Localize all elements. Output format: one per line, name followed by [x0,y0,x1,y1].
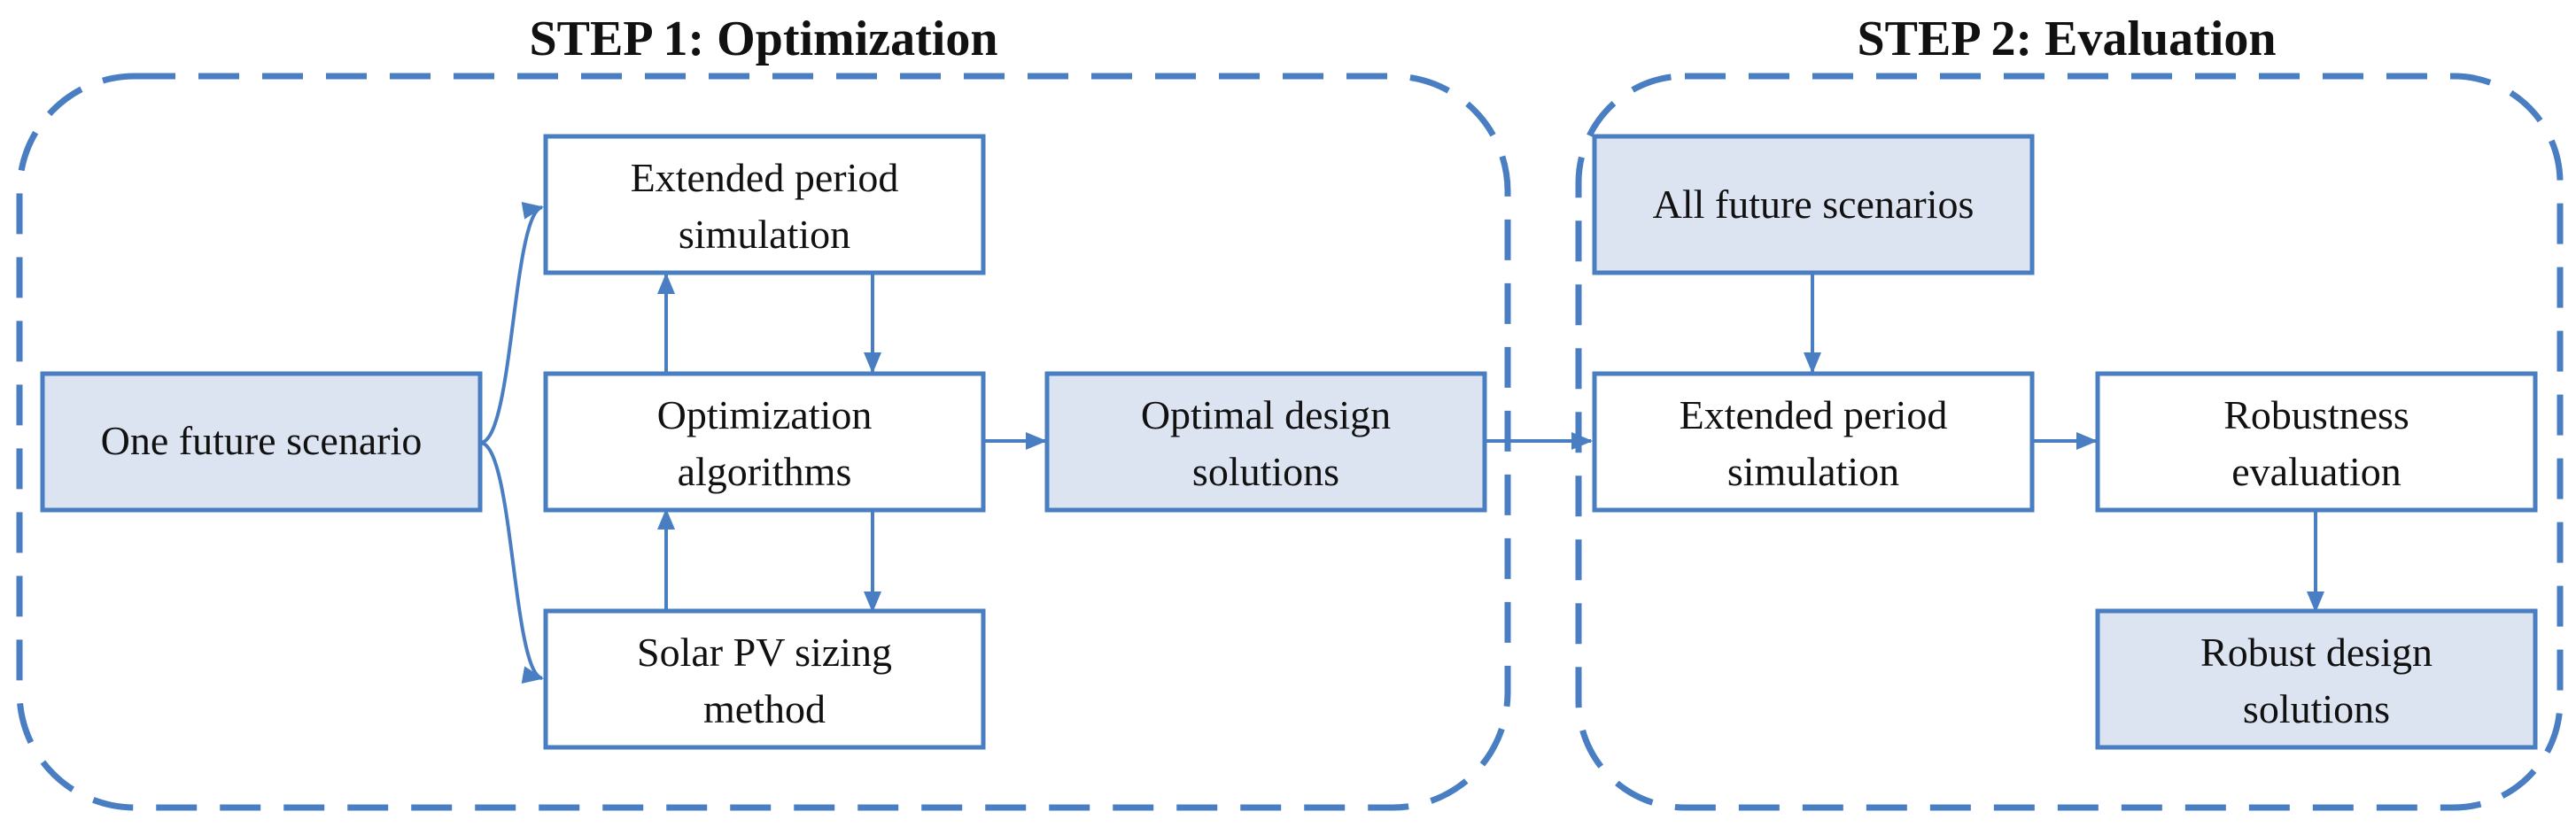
node-robust-line2: solutions [2243,686,2390,731]
node-opt-alg: Optimization algorithms [543,371,986,513]
step2-title: STEP 2: Evaluation [1857,12,2276,66]
node-opt-alg-line2: algorithms [678,449,852,494]
node-robustness-box [2095,371,2538,513]
node-eps2-box [1592,371,2035,513]
node-eps1: Extended period simulation [543,134,986,275]
node-all-future: All future scenarios [1592,134,2035,275]
node-solar-pv-line2: method [703,686,826,731]
node-robustness-line1: Robustness [2223,392,2409,437]
node-eps2-line2: simulation [1727,449,1899,494]
node-solar-pv-box [543,608,986,750]
node-eps2: Extended period simulation [1592,371,2035,513]
node-opt-alg-box [543,371,986,513]
arrow-one-future-to-solar-pv [479,441,544,684]
node-opt-alg-line1: Optimization [657,392,873,437]
node-one-future-label: One future scenario [101,418,423,463]
connectors [479,202,2324,684]
node-robust-box [2095,608,2538,750]
arrow-one-future-to-eps1 [479,202,544,445]
node-eps1-box [543,134,986,275]
node-optimal: Optimal design solutions [1044,371,1487,513]
node-eps1-line1: Extended period [631,155,899,200]
node-robustness: Robustness evaluation [2095,371,2538,513]
node-robust-line1: Robust design [2200,630,2432,675]
node-one-future-box [40,371,483,513]
node-eps1-line2: simulation [679,212,850,257]
node-all-future-label: All future scenarios [1653,182,1975,227]
node-robustness-line2: evaluation [2231,449,2401,494]
node-robust: Robust design solutions [2095,608,2538,750]
node-eps2-line1: Extended period [1680,392,1948,437]
node-solar-pv: Solar PV sizing method [543,608,986,750]
node-optimal-line1: Optimal design [1141,392,1391,437]
node-solar-pv-line1: Solar PV sizing [637,630,892,675]
node-optimal-line2: solutions [1192,449,1339,494]
node-optimal-box [1044,371,1487,513]
node-one-future: One future scenario [40,371,483,513]
step1-title: STEP 1: Optimization [530,12,998,66]
node-all-future-box [1592,134,2035,275]
